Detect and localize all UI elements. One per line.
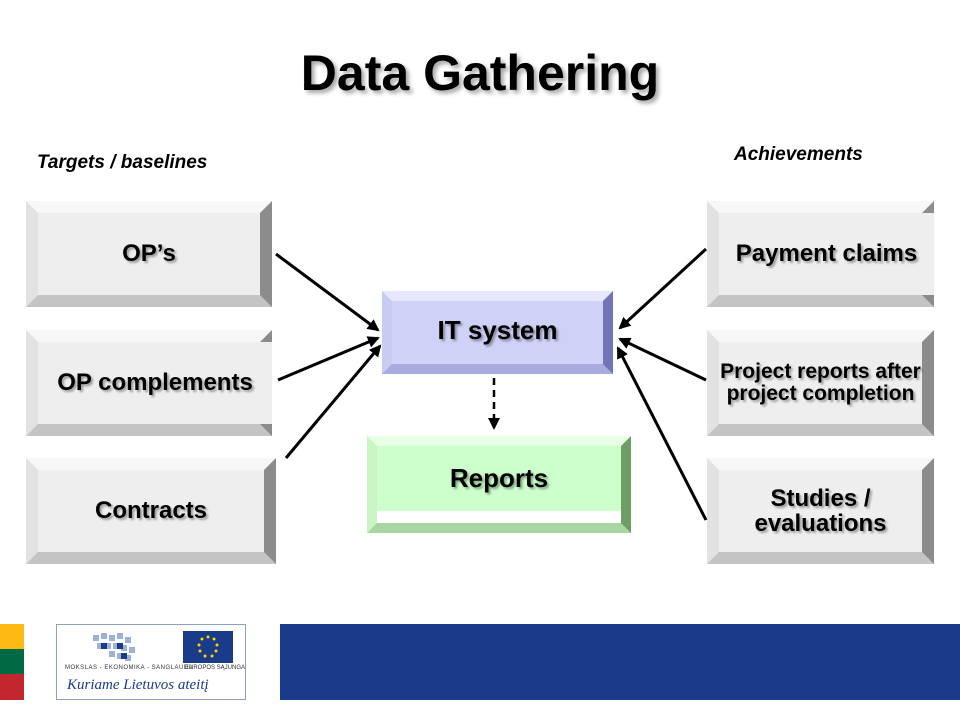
box-reports-label: Reports (377, 446, 621, 511)
logo-slogan-text: MOKSLAS - EKONOMIKA - SANGLAUDA (65, 665, 194, 671)
box-op-complements: OP complements (26, 330, 272, 436)
box-studies-evaluations-label: Studies / evaluations (719, 470, 922, 552)
logo-motto: Kuriame Lietuvos ateitį (67, 677, 209, 693)
box-ops: OP’s (26, 201, 272, 307)
arrow-complements-to-it (277, 336, 380, 382)
flag-stripe-yellow (0, 624, 24, 649)
box-contracts: Contracts (26, 458, 276, 564)
arrow-studies-to-it (616, 346, 708, 521)
flag-stripe-green (0, 649, 24, 674)
eu-flag-icon (183, 631, 233, 663)
box-studies-evaluations: Studies / evaluations (707, 458, 934, 564)
footer-band (280, 624, 960, 700)
arrow-contracts-to-it (284, 344, 382, 459)
flag-stripe-red (0, 674, 24, 700)
box-project-reports-label: Project reports after project completion (719, 342, 922, 424)
box-op-complements-label: OP complements (38, 342, 272, 424)
box-contracts-label: Contracts (38, 470, 264, 552)
box-project-reports: Project reports after project completion (707, 330, 934, 436)
arrow-ops-to-it (275, 252, 380, 332)
box-payment-claims: Payment claims (707, 201, 934, 307)
arrow-project-reports-to-it (618, 337, 707, 382)
logo-eu-text: EUROPOS SĄJUNGA (185, 665, 246, 671)
box-it-system: IT system (382, 291, 613, 374)
box-ops-label: OP’s (38, 213, 260, 295)
left-caption: Targets / baselines (37, 152, 208, 173)
box-reports: Reports (367, 436, 631, 533)
arrow-payment-to-it (618, 247, 708, 330)
box-payment-claims-label: Payment claims (719, 213, 934, 295)
lithuania-map-icon (93, 633, 135, 661)
logo-panel: MOKSLAS - EKONOMIKA - SANGLAUDA EUROPOS … (56, 624, 246, 700)
box-it-system-label: IT system (392, 301, 603, 360)
right-caption: Achievements (734, 144, 863, 165)
page-title: Data Gathering (300, 45, 660, 101)
